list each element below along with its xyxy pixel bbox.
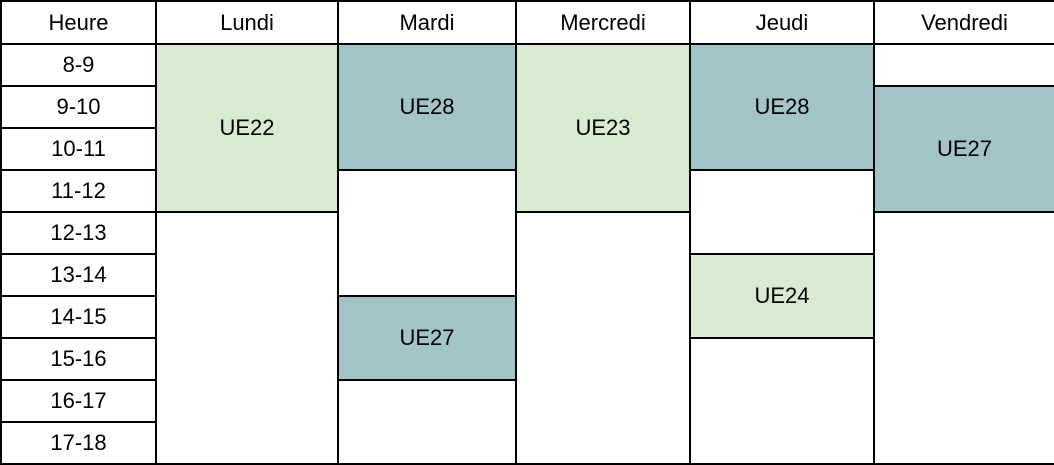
empty-cell-vendredi bbox=[873, 211, 1054, 465]
empty-cell-jeudi bbox=[689, 169, 875, 255]
table-row: 11-12 bbox=[0, 169, 1054, 297]
empty-cell-jeudi bbox=[689, 337, 875, 465]
empty-cell-mercredi bbox=[515, 211, 691, 465]
hour-label: 8-9 bbox=[0, 43, 157, 87]
hour-label: 11-12 bbox=[0, 169, 157, 213]
course-cell-jeudi-ue28: UE28 bbox=[689, 43, 875, 171]
course-cell-mardi-ue27: UE27 bbox=[337, 295, 517, 381]
hour-label: 13-14 bbox=[0, 253, 157, 297]
hour-label: 12-13 bbox=[0, 211, 157, 255]
header-jeudi: Jeudi bbox=[689, 0, 875, 45]
course-cell-mardi-ue28: UE28 bbox=[337, 43, 517, 171]
hour-label: 9-10 bbox=[0, 85, 157, 129]
course-cell-vendredi-ue27: UE27 bbox=[873, 85, 1054, 213]
table-row: 17-18 bbox=[0, 421, 1054, 465]
table-row: 10-11 bbox=[0, 127, 1054, 171]
course-cell-mercredi-ue23: UE23 bbox=[515, 43, 691, 213]
header-lundi: Lundi bbox=[155, 0, 339, 45]
empty-cell-mardi bbox=[337, 169, 517, 297]
table-row: 13-14 UE24 bbox=[0, 253, 1054, 339]
hour-label: 10-11 bbox=[0, 127, 157, 171]
course-cell-jeudi-ue24: UE24 bbox=[689, 253, 875, 339]
empty-cell-mardi bbox=[337, 379, 517, 465]
header-mardi: Mardi bbox=[337, 0, 517, 45]
table-row: 16-17 bbox=[0, 379, 1054, 465]
table-row: 15-16 bbox=[0, 337, 1054, 465]
hour-label: 16-17 bbox=[0, 379, 157, 423]
empty-cell-vendredi bbox=[873, 43, 1054, 87]
course-cell-lundi-ue22: UE22 bbox=[155, 43, 339, 213]
header-heure: Heure bbox=[0, 0, 157, 45]
table-row: 12-13 bbox=[0, 211, 1054, 465]
header-mercredi: Mercredi bbox=[515, 0, 691, 45]
table-row: 8-9 UE22 UE28 UE23 UE28 bbox=[0, 43, 1054, 213]
hour-label: 17-18 bbox=[0, 421, 157, 465]
header-row: Heure Lundi Mardi Mercredi Jeudi Vendred… bbox=[0, 0, 1054, 45]
hour-label: 15-16 bbox=[0, 337, 157, 381]
header-vendredi: Vendredi bbox=[873, 0, 1054, 45]
hour-label: 14-15 bbox=[0, 295, 157, 339]
empty-cell-lundi bbox=[155, 211, 339, 465]
table-row: 14-15 UE27 bbox=[0, 295, 1054, 381]
